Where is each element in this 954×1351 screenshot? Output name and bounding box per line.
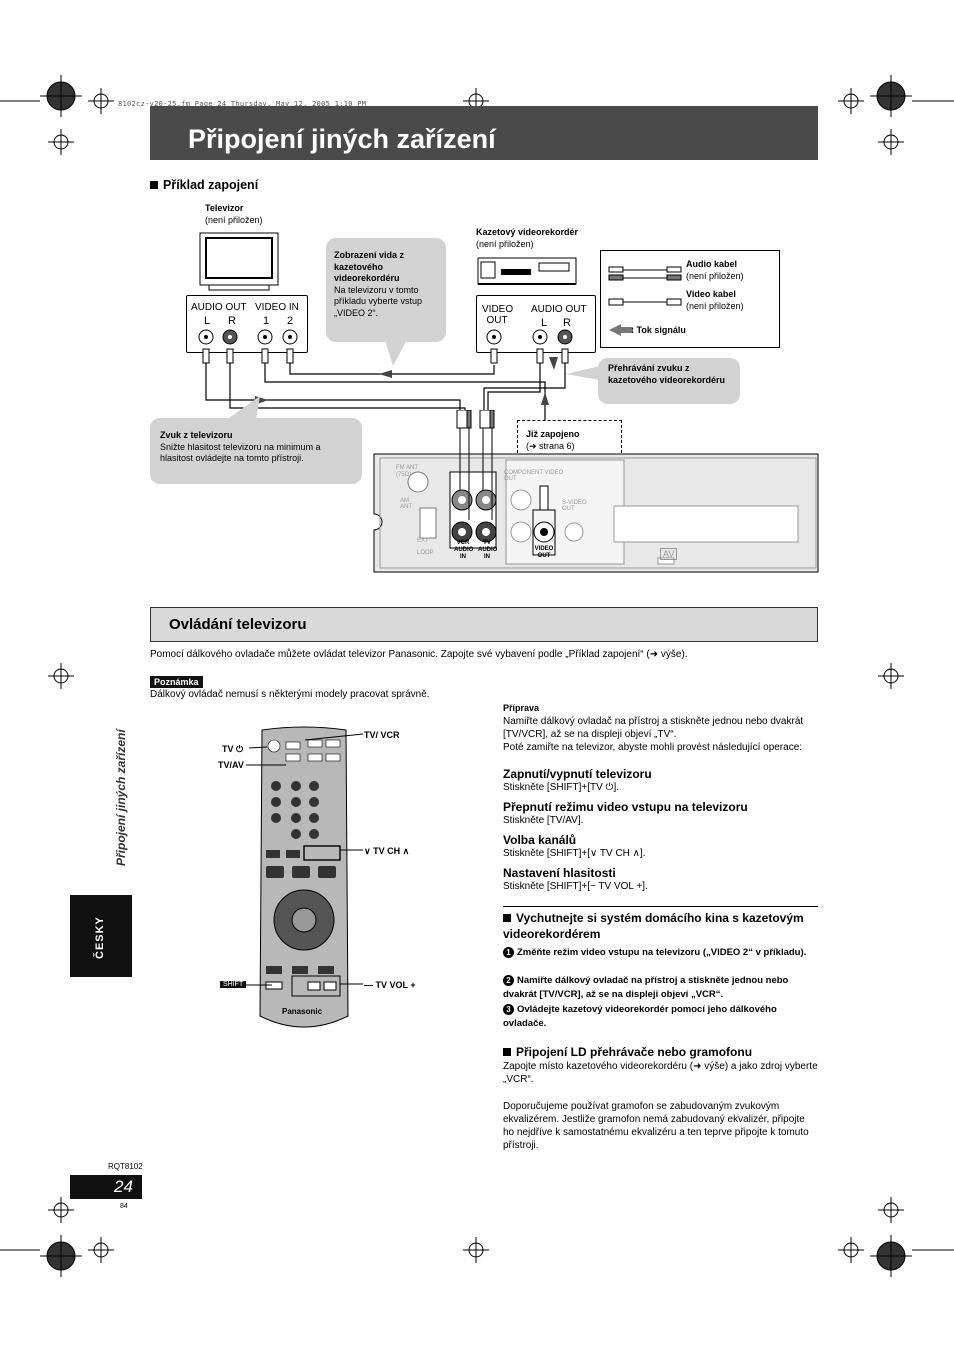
callout-vcr-audio: Přehrávání zvuku z kazetového videorekor…	[598, 358, 740, 404]
callout-tv-audio-title: Zvuk z televizoru	[160, 430, 233, 440]
vcr-audio-out-label: AUDIO OUT	[531, 304, 587, 315]
panel-fm-label: FM ANT (75Ω)	[396, 465, 418, 478]
op-item: Zapnutí/vypnutí televizoru Stiskněte [SH…	[503, 767, 652, 793]
tv-audio-out-label: AUDIO OUT	[191, 302, 247, 313]
footer-code: RQT8102	[108, 1162, 143, 1171]
legend-video: Video kabel (není přiložen)	[686, 289, 744, 311]
tv-title: Televizor	[205, 203, 244, 213]
op-item: Volba kanálů Stiskněte [SHIFT]+[∨ TV CH …	[503, 833, 646, 859]
tv-control-panel: Ovládání televizoru	[150, 607, 818, 642]
remote-control	[259, 726, 349, 1028]
rear-panel	[373, 410, 819, 573]
operations-list: Zapnutí/vypnutí televizoru Stiskněte [SH…	[503, 767, 818, 899]
tv-vcr-label: TV/ VCR	[364, 730, 400, 740]
tv-av-label: TV/AV	[218, 760, 244, 770]
page-number: 24	[114, 1177, 133, 1196]
tv-note: (není přiložen)	[205, 214, 263, 225]
remote-brand: Panasonic	[282, 1007, 323, 1016]
cable-legend-icons	[608, 266, 682, 336]
page-title: Připojení jiných zařízení	[188, 124, 496, 154]
already-connected-ref: (➜ strana 6)	[526, 440, 575, 451]
panel-component-label: COMPONENT VIDEO OUT	[504, 470, 564, 482]
ld-body-1: Zapojte místo kazetového videorekordéru …	[503, 1061, 818, 1085]
legend-signal-flow: : Tok signálu	[631, 325, 686, 335]
vcr-title: Kazetový videorekordér	[476, 227, 579, 237]
language-label: ČESKY	[94, 916, 106, 959]
vcr-caption: Kazetový videorekordér (není přiložen)	[476, 227, 578, 250]
language-tab: ČESKY	[70, 895, 132, 977]
panel-svideo-label: S-VIDEO OUT	[562, 500, 587, 512]
callout-tv-audio: Zvuk z televizoru Snižte hlasitost telev…	[150, 418, 362, 484]
panel-tv-audio-in: TV AUDIO IN	[478, 540, 498, 560]
tv-video-in-label: VIDEO IN	[255, 302, 299, 313]
callout-vcr-audio-pointer	[566, 366, 600, 380]
vcr-jacks	[486, 329, 573, 364]
panel-av-label: AV	[660, 548, 678, 560]
note-text: Dálkový ovládač nemusí s některými model…	[150, 689, 430, 700]
vcr-video-label: VIDEO OUT	[482, 304, 514, 326]
tv-power-label: TV ⏻	[222, 744, 244, 754]
tv-ch-label: ∨ TV CH ∧	[364, 846, 410, 856]
shift-label: SHIFT	[220, 981, 247, 988]
small-page-number: 84	[120, 1203, 128, 1210]
vcr-heading: Vychutnejte si systém domácího kina s ka…	[503, 911, 804, 941]
tv-control-heading: Ovládání televizoru	[169, 616, 307, 633]
page-number-box: 24	[70, 1175, 142, 1199]
square-bullet-icon	[150, 181, 158, 189]
tv-2-label: 2	[287, 315, 294, 327]
sidebar-vertical-title: Připojení jiných zařízení	[114, 729, 128, 866]
panel-am-label: AM ANT	[400, 498, 412, 510]
legend-audio: Audio kabel (není přiložen)	[686, 259, 744, 281]
ld-body-2: Doporučujeme používat gramofon se zabudo…	[503, 1101, 809, 1151]
vcr-r-label: R	[563, 317, 571, 329]
tv-control-intro: Pomocí dálkového ovladače můžete ovládat…	[150, 649, 688, 660]
tv-vol-label: — TV VOL +	[364, 980, 416, 990]
vcr-note: (není přiložen)	[476, 238, 534, 249]
divider	[503, 906, 818, 907]
preparation-block: Příprava Namiřte dálkový ovladač na přís…	[503, 703, 818, 754]
prep-title: Příprava	[503, 703, 540, 713]
callout-video: Zobrazení vida z kazetového videorekordé…	[326, 238, 446, 342]
tv-icon	[199, 232, 279, 291]
panel-ext-label: EXT	[417, 538, 429, 544]
print-header-line: 8102cz-v20-25.fm Page 24 Thursday, May 1…	[118, 100, 367, 108]
op-item: Nastavení hlasitosti Stiskněte [SHIFT]+[…	[503, 866, 648, 892]
tv-l-label: L	[204, 315, 211, 327]
vcr-l-label: L	[541, 317, 548, 329]
legend-box: Audio kabel (není přiložen) Video kabel …	[600, 250, 780, 348]
square-bullet-icon	[503, 1048, 511, 1056]
prep-body-1: Namiřte dálkový ovladač na přístroj a st…	[503, 715, 804, 740]
callout-tv-audio-body: Snižte hlasitost televizoru na minimum a…	[160, 441, 321, 464]
tv-1-label: 1	[263, 315, 270, 327]
vcr-icon	[477, 257, 577, 285]
callout-vcr-audio-text: Přehrávání zvuku z kazetového videorekor…	[608, 363, 726, 385]
example-heading: Příklad zapojení	[150, 178, 258, 192]
remote-leader-lines	[245, 733, 364, 986]
panel-loop-label: LOOP	[417, 550, 434, 556]
callout-video-title: Zobrazení vida z kazetového videorekordé…	[334, 250, 405, 283]
already-connected-title: Již zapojeno	[526, 429, 580, 439]
prep-body-2: Poté zamiřte na televizor, abyste mohli …	[503, 741, 803, 753]
callout-video-pointer	[385, 340, 407, 366]
square-bullet-icon	[503, 914, 511, 922]
panel-video-out: VIDEO OUT	[534, 546, 554, 559]
callout-video-body: Na televizoru v tomto příkladu vyberte v…	[334, 284, 423, 318]
tv-r-label: R	[228, 315, 236, 327]
tv-jacks	[198, 329, 298, 364]
ld-heading: Připojení LD přehrávače nebo gramofonu	[503, 1045, 752, 1059]
callout-tv-audio-pointer	[226, 396, 260, 420]
tv-caption: Televizor (není přiložen)	[205, 203, 263, 226]
title-bar: Připojení jiných zařízení	[150, 106, 818, 160]
note-tag: Poznámka	[150, 676, 203, 688]
panel-vcr-audio-in: VCR AUDIO IN	[454, 540, 474, 560]
op-item: Přepnutí režimu video vstupu na televizo…	[503, 800, 748, 826]
